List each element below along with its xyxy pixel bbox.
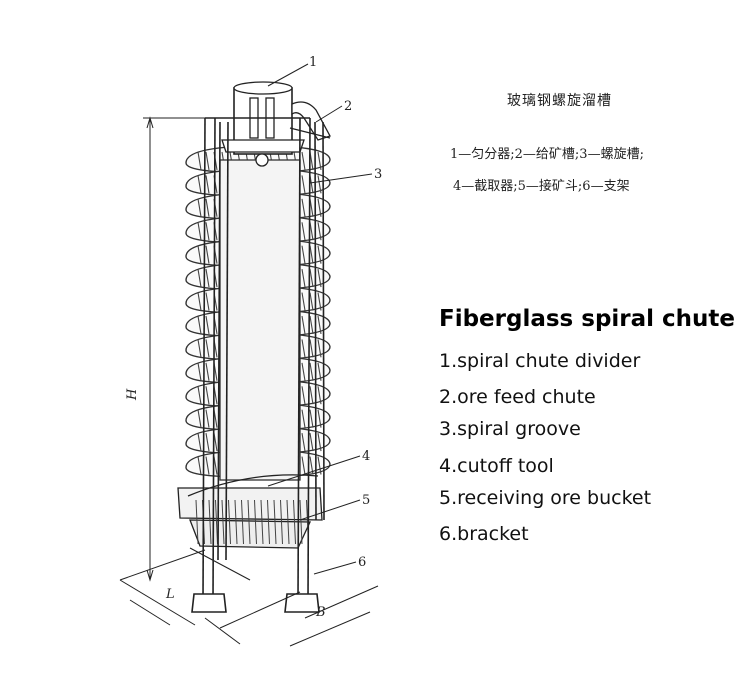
callout-leaders xyxy=(267,63,373,575)
legend-item-feed-chute: 2.ore feed chute xyxy=(439,386,596,408)
callout-6: 6 xyxy=(358,555,366,570)
legend-item-bracket: 6.bracket xyxy=(439,523,529,545)
legend-item-cutoff-tool: 4.cutoff tool xyxy=(439,455,554,477)
bracket-frame xyxy=(191,117,325,613)
spiral-chute-drawing: 1 2 3 4 5 6 H L B xyxy=(119,55,382,647)
callout-3: 3 xyxy=(374,167,382,182)
cutoff-and-receiver xyxy=(177,474,323,549)
english-title: Fiberglass spiral chute xyxy=(439,306,736,332)
center-column xyxy=(219,159,301,481)
legend-item-receiving-bucket: 5.receiving ore bucket xyxy=(439,487,652,509)
legend-item-spiral-groove: 3.spiral groove xyxy=(439,418,581,440)
chinese-legend-line-1: 1—匀分器;2—给矿槽;3—螺旋槽; xyxy=(450,147,644,162)
chinese-legend-line-2: 4—截取器;5—接矿斗;6—支架 xyxy=(453,179,630,194)
legend-item-divider: 1.spiral chute divider xyxy=(439,350,641,372)
chinese-title: 玻璃钢螺旋溜槽 xyxy=(507,93,612,109)
dimension-h-label: H xyxy=(125,388,140,401)
callout-1: 1 xyxy=(309,55,317,70)
dimension-lines xyxy=(119,116,379,647)
dimension-b-label: B xyxy=(315,605,326,620)
callout-4: 4 xyxy=(362,449,370,464)
callout-5: 5 xyxy=(362,493,370,508)
callout-2: 2 xyxy=(344,99,352,114)
dimension-l-label: L xyxy=(165,587,175,602)
divider-cylinder xyxy=(221,81,305,167)
